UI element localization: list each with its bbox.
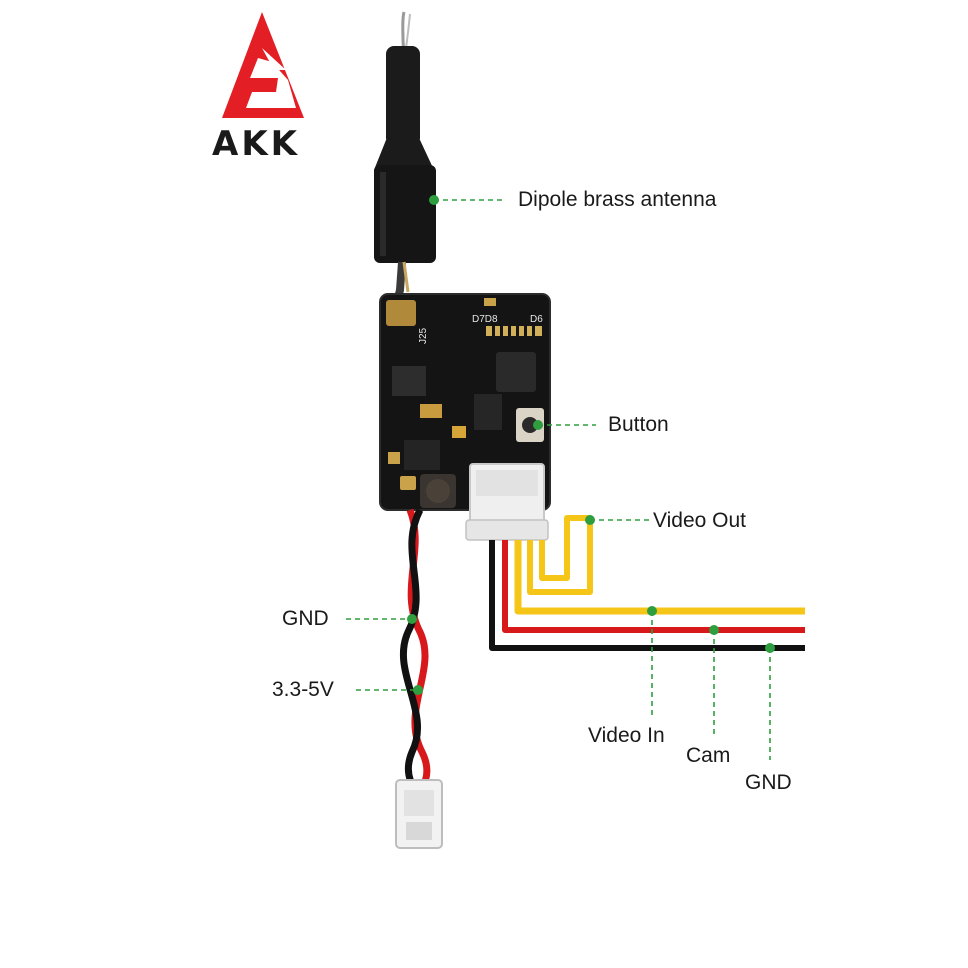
label-gnd-right: GND [745,771,792,794]
pcb-board: D7D8 D6 J25 [379,293,551,541]
callout-dots [407,195,775,695]
silkscreen-d7d8: D7D8 [472,314,498,325]
label-gnd-left: GND [282,607,329,630]
akk-logo-mark [222,12,304,118]
label-button: Button [608,413,669,436]
label-power: 3.3-5V [272,678,334,701]
callout-leaders [346,199,771,760]
silkscreen-j25: J25 [418,327,429,344]
signal-wires [489,515,805,651]
label-cam: Cam [686,744,731,767]
label-antenna: Dipole brass antenna [518,188,717,211]
power-wires [395,508,443,849]
logo-text: AKK [212,124,301,164]
antenna [374,11,436,307]
label-video-out: Video Out [653,509,747,532]
silkscreen-d6: D6 [530,314,543,325]
label-video-in: Video In [588,724,665,747]
